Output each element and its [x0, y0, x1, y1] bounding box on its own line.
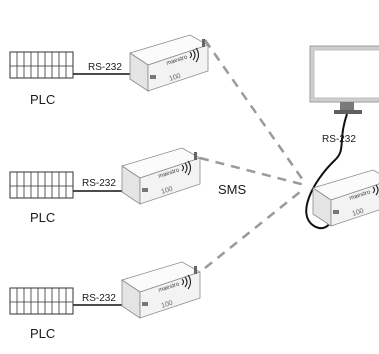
plc-label-top: PLC	[30, 92, 56, 107]
modem-model-label: 100	[160, 300, 173, 310]
plc-rack-bottom	[9, 287, 74, 315]
modem-central: maestro 100	[312, 169, 379, 227]
server-monitor	[309, 45, 379, 114]
server-cable	[305, 113, 348, 230]
rs232-label-middle: RS-232	[82, 178, 116, 189]
sms-links	[199, 39, 307, 269]
sms-link-middle	[199, 156, 306, 187]
sms-link-bottom	[204, 187, 306, 269]
plc-label-middle: PLC	[30, 210, 56, 225]
server-rs232-label: RS-232	[322, 134, 356, 145]
plc-cables	[73, 73, 134, 306]
rs232-label-top: RS-232	[88, 62, 122, 73]
modem-bottom: maestro 100	[121, 261, 201, 319]
sms-label: SMS	[218, 182, 247, 197]
modem-model-label: 100	[351, 208, 364, 218]
modem-middle: maestro 100	[121, 147, 201, 205]
plc-label-bottom: PLC	[30, 326, 56, 341]
rs232-label-bottom: RS-232	[82, 293, 116, 304]
plc-rack-middle	[9, 171, 74, 199]
modem-model-label: 100	[168, 73, 181, 83]
plc-rack-top	[9, 51, 74, 79]
modem-top: maestro 100	[129, 34, 209, 92]
modem-model-label: 100	[160, 186, 173, 196]
sms-link-top	[203, 39, 307, 184]
